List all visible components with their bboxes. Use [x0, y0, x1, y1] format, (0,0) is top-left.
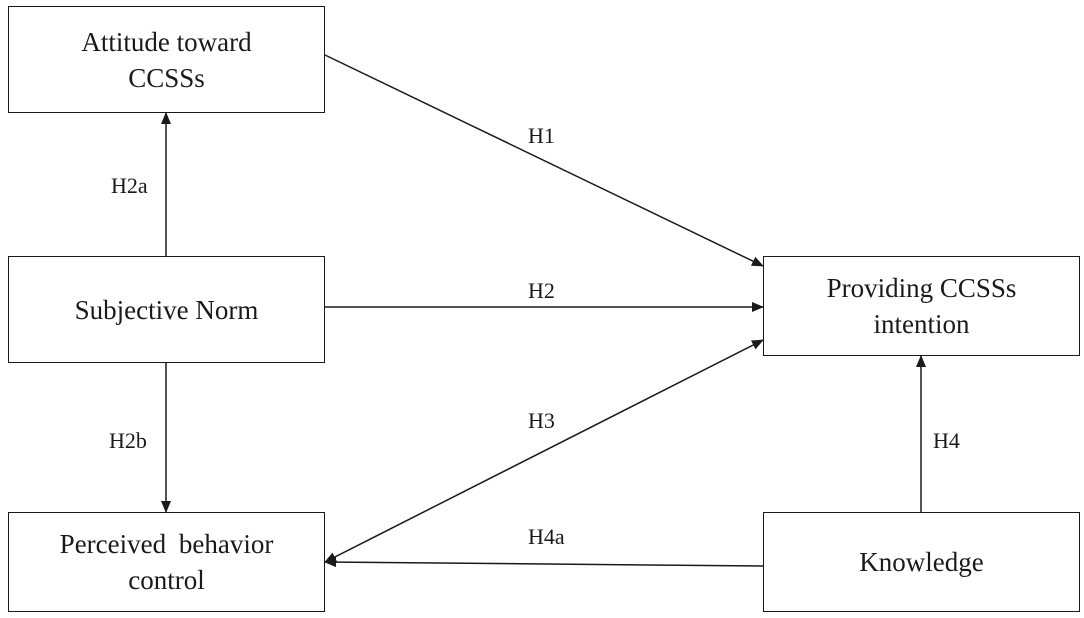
edge-label-h2: H2 — [528, 278, 555, 303]
edge-label-h2b: H2b — [109, 428, 147, 453]
node-subjective-norm: Subjective Norm — [8, 256, 325, 363]
node-attitude-label: Attitude toward CCSSs — [81, 26, 252, 93]
node-providing-ccsss-intention: Providing CCSSs intention — [763, 256, 1080, 356]
edge-label-h3: H3 — [528, 408, 555, 433]
node-attitude-toward-ccsss: Attitude toward CCSSs — [8, 6, 325, 113]
edge-h4a-arrow — [324, 557, 764, 568]
node-knowledge: Knowledge — [763, 512, 1080, 612]
node-perceived-behavior-control: Perceived behavior control — [8, 512, 325, 612]
edge-label-h4: H4 — [933, 428, 960, 453]
edge-label-h2a: H2a — [111, 173, 148, 198]
node-knowledge-label: Knowledge — [859, 547, 984, 577]
node-subjective-norm-label: Subjective Norm — [74, 294, 259, 325]
edge-h3-arrow — [324, 339, 764, 563]
edge-label-h4a: H4a — [528, 524, 565, 549]
edge-label-h1: H1 — [528, 123, 555, 148]
node-providing-intention-label: Providing CCSSs intention — [826, 273, 1017, 339]
node-perceived-behavior-control-label: Perceived behavior control — [59, 529, 274, 595]
edge-h1-arrow — [324, 54, 764, 267]
